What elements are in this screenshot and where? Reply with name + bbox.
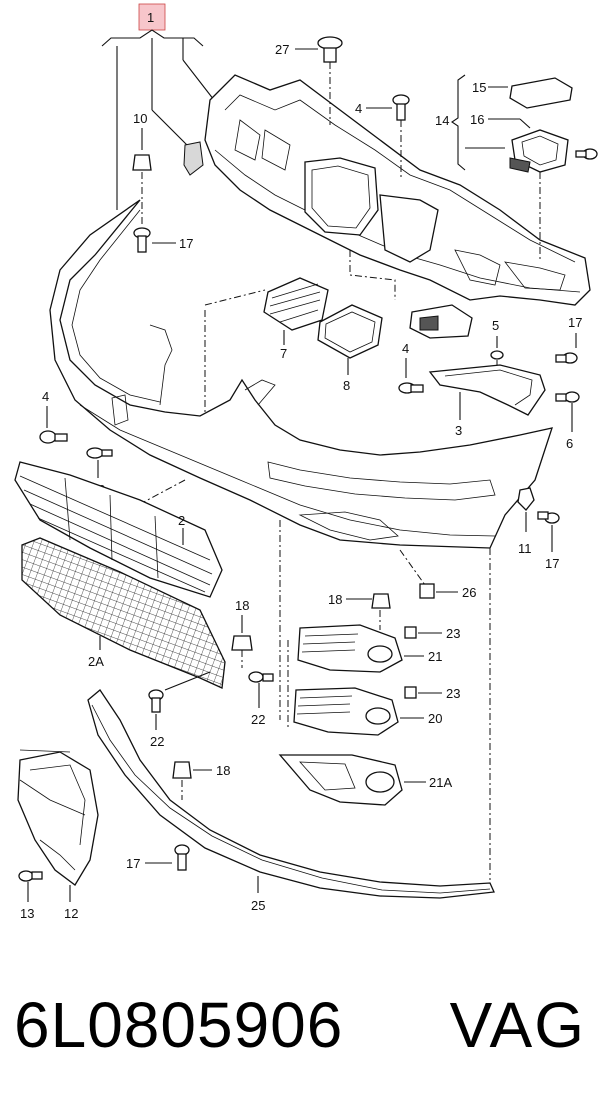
callout-25: 25	[251, 898, 265, 913]
liner-12: 12	[17, 749, 99, 921]
nut-10: 10	[132, 111, 152, 224]
callout-5: 5	[492, 318, 499, 333]
spoiler-25: 25	[87, 689, 495, 913]
bolt-6: 6	[555, 391, 580, 451]
callout-4-right: 4	[402, 341, 409, 356]
fog-grille-21: 21	[297, 624, 442, 673]
part-number: 6L0805906	[14, 989, 344, 1061]
callout-6: 6	[566, 436, 573, 451]
callout-8: 8	[343, 378, 350, 393]
callout-17-bottom: 17	[126, 856, 140, 871]
fog-surround-21a: 21A	[278, 754, 452, 806]
callout-18-left: 18	[235, 598, 249, 613]
screw-4-left: 4	[39, 389, 68, 444]
callout-26: 26	[462, 585, 476, 600]
callout-18-bottom: 18	[216, 763, 230, 778]
screw-4-top: 4	[355, 94, 410, 178]
clip-18-mid: 18	[328, 592, 391, 630]
fog-grille-20: 20	[293, 687, 442, 736]
nut-5: 5	[490, 318, 504, 372]
mesh-grille-2a: 2A	[21, 537, 226, 689]
callout-21: 21	[428, 649, 442, 664]
callout-22-right: 22	[251, 712, 265, 727]
clip-18-bottom: 18	[172, 761, 230, 800]
grille-2: 2	[14, 461, 223, 598]
callout-15: 15	[472, 80, 486, 95]
bolt-17-right-top: 17	[555, 315, 582, 364]
screw-4-right: 4	[398, 341, 424, 394]
callout-22-left: 22	[150, 734, 164, 749]
callout-1: 1	[147, 10, 154, 25]
bolt-22-left: 22	[148, 671, 211, 749]
callout-17-left-top: 17	[179, 236, 193, 251]
clip-27: 27	[275, 36, 343, 125]
callout-17-right-top: 17	[568, 315, 582, 330]
clip-23-top: 23	[404, 626, 460, 641]
mounting-bracket-3: 3	[428, 364, 546, 438]
callout-21a: 21A	[429, 775, 452, 790]
bolt-17-right-bottom: 17	[537, 511, 560, 571]
clip-18-left: 18	[231, 598, 253, 668]
callout-11: 11	[518, 541, 532, 556]
callout-20: 20	[428, 711, 442, 726]
callout-13: 13	[20, 906, 34, 921]
callout-14: 14	[435, 113, 449, 128]
callout-27: 27	[275, 42, 289, 57]
bracket-11: 11	[517, 487, 535, 556]
callout-12: 12	[64, 906, 78, 921]
bumper-carrier	[183, 74, 591, 306]
callout-10: 10	[133, 111, 147, 126]
grille-8: 8	[317, 304, 383, 393]
screw-13: 13	[18, 870, 43, 921]
callout-2: 2	[178, 513, 185, 528]
bolt-22-right: 22	[248, 671, 274, 727]
tow-hook-cover-group: 14 15 16	[435, 74, 598, 262]
bolt-17-left-top: 17	[133, 227, 193, 253]
brand-name: VAG	[449, 989, 586, 1061]
callout-3: 3	[455, 423, 462, 438]
callout-1-group: 1	[101, 3, 215, 210]
callout-17-right-bottom: 17	[545, 556, 559, 571]
callout-23-top: 23	[446, 626, 460, 641]
clip-23-bottom: 23	[404, 686, 460, 701]
callout-1-highlight	[138, 3, 166, 31]
bolt-17-bottom: 17	[126, 844, 190, 871]
guide-bracket	[409, 304, 473, 339]
callout-18-mid: 18	[328, 592, 342, 607]
bumper-cover	[49, 199, 553, 549]
clip-26: 26	[419, 583, 476, 600]
bumper-parts-diagram: 1 27 4 14 15	[14, 3, 598, 921]
callout-7: 7	[280, 346, 287, 361]
footer: 6L0805906 VAG	[0, 975, 600, 1085]
callout-4-top: 4	[355, 101, 362, 116]
grille-7: 7	[263, 277, 329, 361]
callout-4-left: 4	[42, 389, 49, 404]
callout-2a: 2A	[88, 654, 104, 669]
callout-16: 16	[470, 112, 484, 127]
callout-23-bottom: 23	[446, 686, 460, 701]
